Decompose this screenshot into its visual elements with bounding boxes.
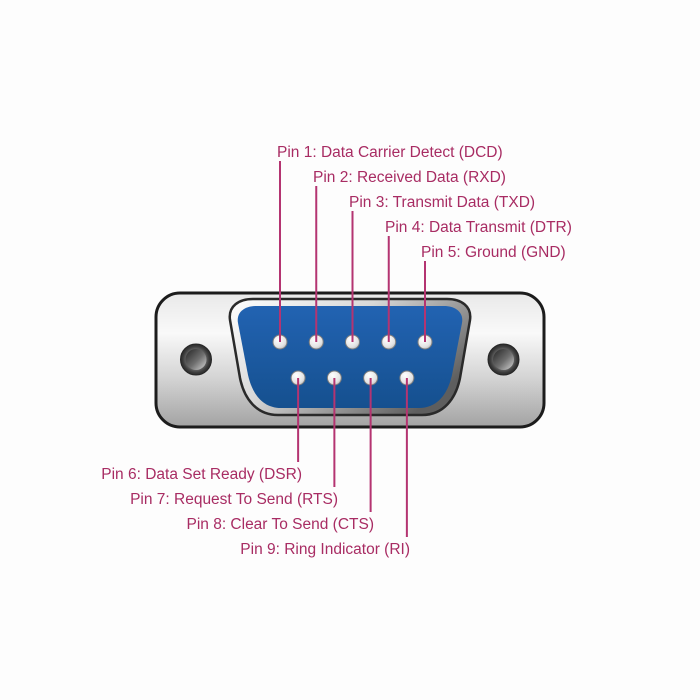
pin-8-label: Pin 8: Clear To Send (CTS)	[186, 516, 374, 533]
pin-6-label: Pin 6: Data Set Ready (DSR)	[101, 466, 302, 483]
pin-5-label: Pin 5: Ground (GND)	[421, 244, 566, 261]
pin-7-label: Pin 7: Request To Send (RTS)	[130, 491, 338, 508]
screw-left	[180, 343, 212, 376]
pin-9-label: Pin 9: Ring Indicator (RI)	[240, 541, 410, 558]
leader-lines	[279, 161, 426, 537]
pin-2-label: Pin 2: Received Data (RXD)	[313, 169, 506, 186]
dsub-insert	[237, 306, 463, 408]
pin-4-label: Pin 4: Data Transmit (DTR)	[385, 219, 572, 236]
screw-right	[487, 343, 520, 376]
pin-3-label: Pin 3: Transmit Data (TXD)	[349, 194, 536, 211]
pins	[272, 334, 433, 386]
pin-1-label: Pin 1: Data Carrier Detect (DCD)	[277, 144, 503, 161]
